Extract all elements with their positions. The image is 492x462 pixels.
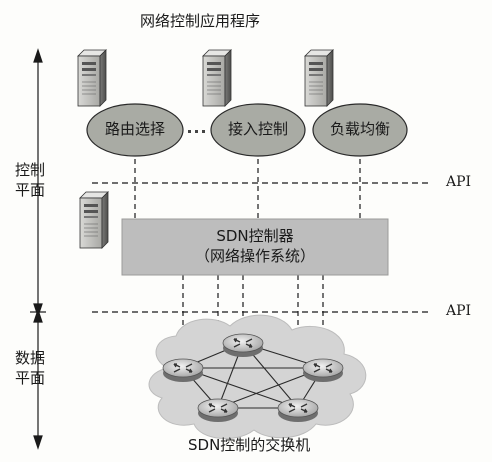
controller-label: SDN控制器 （网络操作系统）	[120, 226, 390, 266]
api-label-bottom: API	[446, 303, 472, 319]
switch-icon	[222, 333, 264, 358]
plane-arrows	[30, 48, 46, 450]
northbound-links	[134, 150, 361, 219]
server-icon	[304, 49, 334, 107]
data-plane-line1: 数据	[14, 349, 45, 367]
server-icon	[77, 49, 107, 107]
app-label-loadbalance: 负载均衡	[329, 120, 390, 138]
diagram-title: 网络控制应用程序	[140, 12, 261, 30]
controller-line1: SDN控制器	[216, 227, 294, 245]
server-icon	[79, 191, 109, 249]
control-plane-line2: 平面	[14, 181, 45, 199]
server-icon	[202, 49, 232, 107]
api-label-top: API	[446, 174, 472, 190]
app-label-access: 接入控制	[227, 120, 288, 138]
controller-box	[121, 218, 389, 276]
switch-icon	[197, 398, 239, 423]
app-ellipse-routing	[86, 103, 184, 157]
switch-icon	[302, 358, 344, 383]
switches-caption: SDN控制的交换机	[188, 436, 311, 454]
switch-icon	[162, 358, 204, 383]
control-plane-label: 控制 平面	[12, 160, 48, 200]
control-plane-line1: 控制	[14, 161, 45, 179]
app-ellipse-loadbalance	[312, 103, 408, 157]
app-ellipse-access	[210, 103, 306, 157]
controller-line2: （网络操作系统）	[194, 247, 315, 265]
switch-icon	[277, 398, 319, 423]
data-plane-label: 数据 平面	[12, 348, 48, 388]
ellipsis-dots	[188, 130, 205, 133]
data-plane-line2: 平面	[14, 369, 45, 387]
app-label-routing: 路由选择	[104, 120, 165, 138]
